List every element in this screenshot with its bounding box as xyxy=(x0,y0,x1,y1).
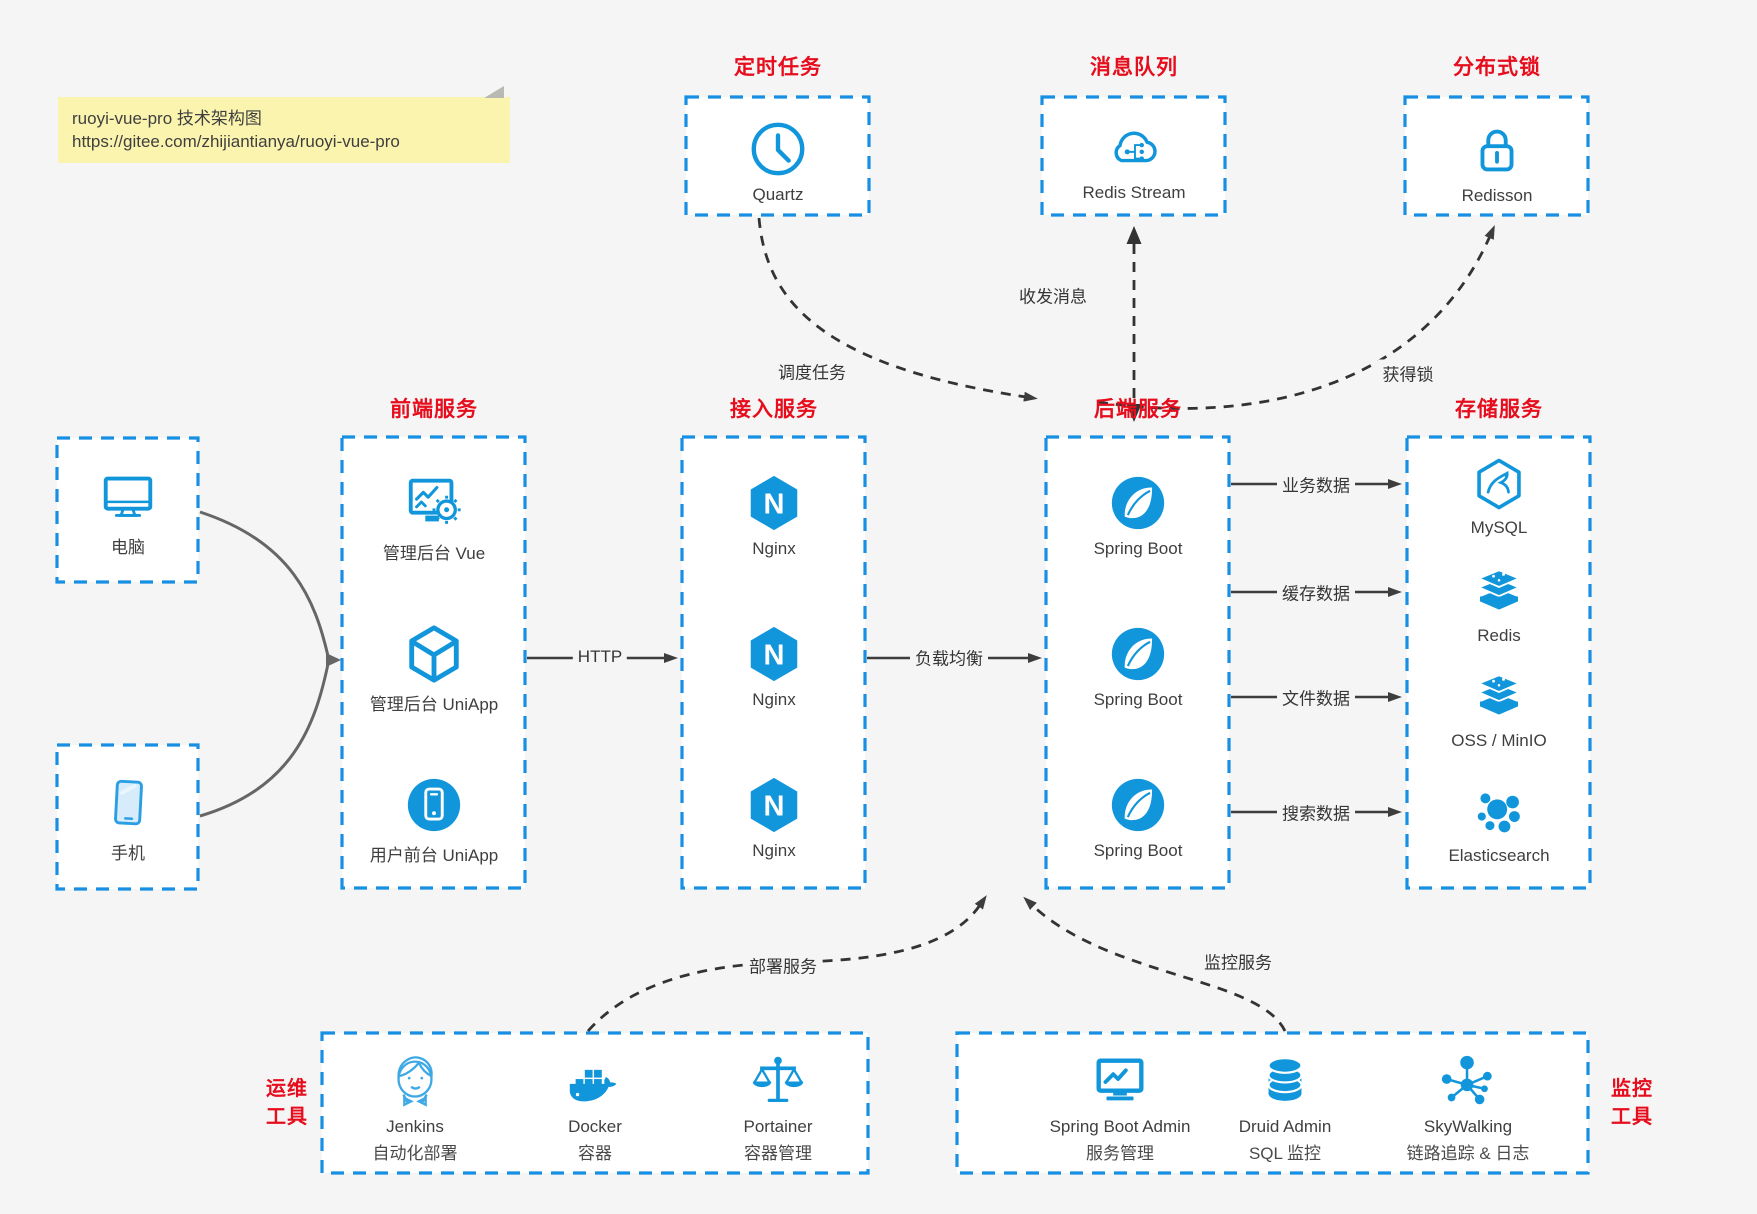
message-up-arrowhead xyxy=(1126,226,1142,244)
ops-tools-box xyxy=(320,1031,870,1175)
pc-to-frontend-curve xyxy=(199,510,330,657)
schedule-task-arrow xyxy=(757,217,1038,402)
frontend-arrowhead xyxy=(326,653,341,667)
edge-label-search-data: 搜索数据 xyxy=(1277,798,1355,826)
mobile-client-box xyxy=(55,743,200,891)
pc-client-box xyxy=(55,436,200,584)
edge-label-file-data: 文件数据 xyxy=(1277,683,1355,711)
edge-label-cache-data: 缓存数据 xyxy=(1277,578,1355,606)
edge-label-deploy: 部署服务 xyxy=(744,951,822,979)
edge-label-load-balance: 负载均衡 xyxy=(910,643,988,671)
edge-label-messages: 收发消息 xyxy=(1014,281,1092,309)
backend-services-box xyxy=(1044,435,1231,890)
message-queue-box xyxy=(1040,95,1227,217)
edge-label-business-data: 业务数据 xyxy=(1277,470,1355,498)
frontend-services-box xyxy=(340,435,527,890)
mobile-to-frontend-curve xyxy=(199,663,330,818)
edge-label-schedule: 调度任务 xyxy=(773,357,851,385)
message-down-arrowhead xyxy=(1126,404,1142,422)
monitor-tools-box xyxy=(955,1031,1590,1175)
distributed-lock-box xyxy=(1403,95,1590,217)
edge-label-http: HTTP xyxy=(572,646,628,668)
edge-label-lock: 获得锁 xyxy=(1377,359,1439,387)
monitor-service-arrow xyxy=(1023,896,1287,1032)
storage-services-box xyxy=(1405,435,1592,890)
edge-label-monitor: 监控服务 xyxy=(1199,947,1277,975)
acquire-lock-arrow xyxy=(1097,225,1495,410)
access-services-box xyxy=(680,435,867,890)
quartz-box xyxy=(684,95,871,217)
